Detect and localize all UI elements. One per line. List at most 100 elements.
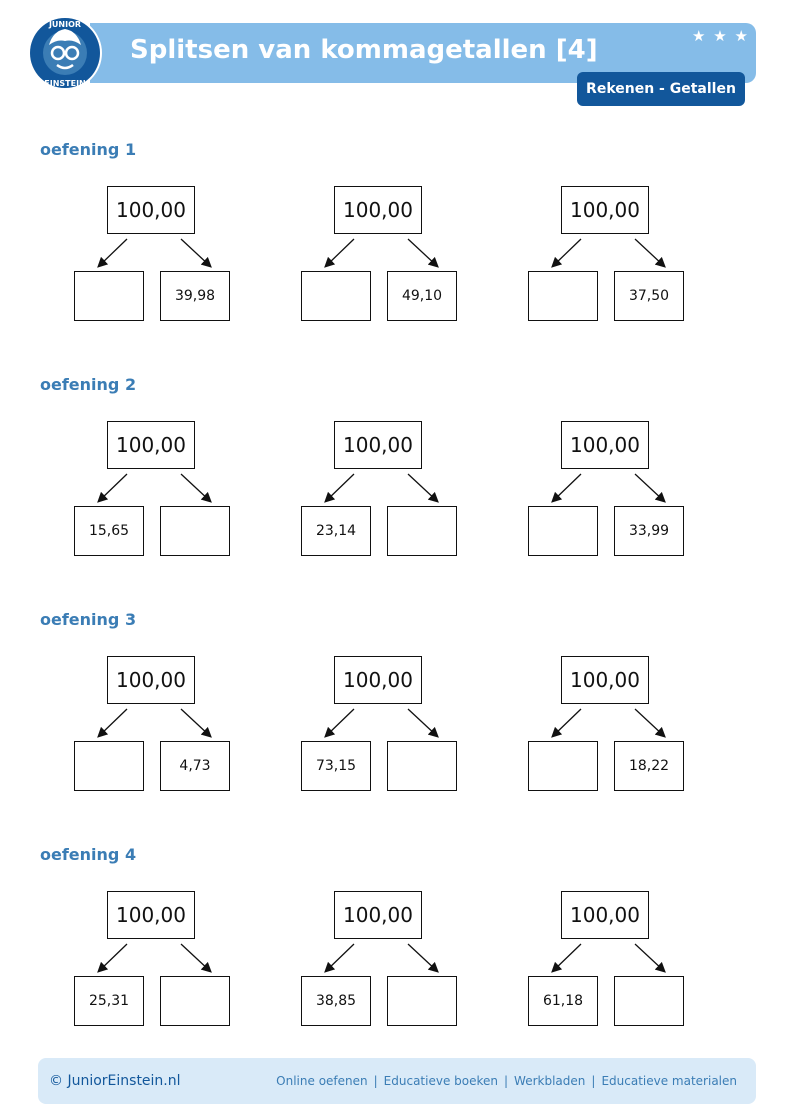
- split-arrows: [324, 708, 439, 738]
- arrow-right-icon: [407, 473, 439, 503]
- left-part-box[interactable]: [528, 741, 598, 791]
- split-arrows: [324, 943, 439, 973]
- arrow-left-icon: [97, 473, 128, 503]
- split-arrows: [551, 708, 666, 738]
- split-arrows: [97, 238, 212, 268]
- left-part-box[interactable]: [528, 506, 598, 556]
- right-part-box[interactable]: [387, 976, 457, 1026]
- arrow-right-icon: [407, 708, 439, 738]
- left-part-box: 15,65: [74, 506, 144, 556]
- section-title: oefening 3: [40, 610, 137, 629]
- arrow-left-icon: [551, 238, 582, 268]
- arrow-right-icon: [634, 238, 666, 268]
- right-part-box[interactable]: [387, 741, 457, 791]
- arrow-left-icon: [324, 708, 355, 738]
- arrow-left-icon: [324, 943, 355, 973]
- split-problem: 100,00 39,98: [74, 186, 234, 326]
- split-problem: 100,00 33,99: [528, 421, 688, 561]
- right-part-box[interactable]: [160, 506, 230, 556]
- total-box: 100,00: [561, 186, 649, 234]
- split-arrows: [97, 708, 212, 738]
- left-part-box: 38,85: [301, 976, 371, 1026]
- logo-text-bottom: EINSTEIN: [44, 79, 86, 88]
- left-part-box[interactable]: [528, 271, 598, 321]
- difficulty-stars: ★ ★ ★: [692, 28, 748, 44]
- star-icon: ★: [713, 27, 727, 45]
- arrow-right-icon: [180, 708, 212, 738]
- footer-separator: |: [373, 1074, 378, 1088]
- total-box: 100,00: [334, 186, 422, 234]
- footer-link-educatieve-materialen[interactable]: Educatieve materialen: [601, 1074, 737, 1088]
- split-problem: 100,00 49,10: [301, 186, 461, 326]
- arrow-left-icon: [97, 238, 128, 268]
- footer-links: Online oefenen | Educatieve boeken | Wer…: [276, 1058, 737, 1104]
- split-arrows: [324, 238, 439, 268]
- split-problem: 100,00 4,73: [74, 656, 234, 796]
- left-part-box: 61,18: [528, 976, 598, 1026]
- star-icon: ★: [692, 27, 706, 45]
- arrow-right-icon: [634, 473, 666, 503]
- arrow-left-icon: [551, 708, 582, 738]
- arrow-right-icon: [180, 238, 212, 268]
- page-title: Splitsen van kommagetallen [4]: [130, 35, 598, 65]
- right-part-box[interactable]: [160, 976, 230, 1026]
- footer-link-educatieve-boeken[interactable]: Educatieve boeken: [383, 1074, 498, 1088]
- total-box: 100,00: [107, 656, 195, 704]
- logo-text-top: JUNIOR: [48, 20, 81, 29]
- total-box: 100,00: [107, 891, 195, 939]
- right-part-box: 4,73: [160, 741, 230, 791]
- section-title: oefening 4: [40, 845, 137, 864]
- left-part-box: 25,31: [74, 976, 144, 1026]
- arrow-right-icon: [634, 708, 666, 738]
- split-arrows: [551, 238, 666, 268]
- footer-link-online-oefenen[interactable]: Online oefenen: [276, 1074, 368, 1088]
- arrow-right-icon: [407, 238, 439, 268]
- arrow-left-icon: [97, 943, 128, 973]
- right-part-box: 33,99: [614, 506, 684, 556]
- split-arrows: [324, 473, 439, 503]
- total-box: 100,00: [334, 421, 422, 469]
- arrow-left-icon: [324, 473, 355, 503]
- section-title: oefening 1: [40, 140, 137, 159]
- split-arrows: [97, 473, 212, 503]
- arrow-right-icon: [180, 473, 212, 503]
- split-arrows: [551, 943, 666, 973]
- total-box: 100,00: [561, 891, 649, 939]
- footer-separator: |: [504, 1074, 509, 1088]
- footer-copyright[interactable]: © JuniorEinstein.nl: [49, 1073, 181, 1089]
- arrow-right-icon: [634, 943, 666, 973]
- arrow-left-icon: [551, 473, 582, 503]
- split-problem: 100,00 23,14: [301, 421, 461, 561]
- footer: © JuniorEinstein.nl Online oefenen | Edu…: [38, 1058, 756, 1104]
- right-part-box[interactable]: [614, 976, 684, 1026]
- arrow-left-icon: [324, 238, 355, 268]
- total-box: 100,00: [107, 186, 195, 234]
- right-part-box: 37,50: [614, 271, 684, 321]
- right-part-box[interactable]: [387, 506, 457, 556]
- split-arrows: [551, 473, 666, 503]
- left-part-box: 23,14: [301, 506, 371, 556]
- left-part-box[interactable]: [74, 741, 144, 791]
- left-part-box[interactable]: [301, 271, 371, 321]
- arrow-left-icon: [551, 943, 582, 973]
- right-part-box: 39,98: [160, 271, 230, 321]
- category-badge[interactable]: Rekenen - Getallen: [577, 72, 745, 106]
- total-box: 100,00: [561, 421, 649, 469]
- arrow-left-icon: [97, 708, 128, 738]
- left-part-box[interactable]: [74, 271, 144, 321]
- left-part-box: 73,15: [301, 741, 371, 791]
- section-title: oefening 2: [40, 375, 137, 394]
- star-icon: ★: [734, 27, 748, 45]
- split-arrows: [97, 943, 212, 973]
- total-box: 100,00: [561, 656, 649, 704]
- arrow-right-icon: [407, 943, 439, 973]
- total-box: 100,00: [107, 421, 195, 469]
- footer-separator: |: [591, 1074, 596, 1088]
- footer-link-werkbladen[interactable]: Werkbladen: [514, 1074, 586, 1088]
- junior-einstein-logo-icon: JUNIOR EINSTEIN: [28, 16, 102, 90]
- right-part-box: 49,10: [387, 271, 457, 321]
- split-problem: 100,00 61,18: [528, 891, 688, 1031]
